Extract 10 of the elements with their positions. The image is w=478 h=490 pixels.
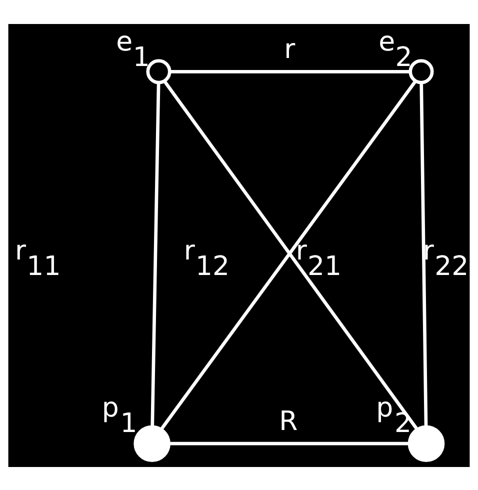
edge-label: R (279, 405, 298, 436)
connector (150, 82, 160, 426)
connector (420, 82, 428, 426)
edge-label: r (284, 33, 296, 64)
connector (170, 69, 410, 73)
node-circle (408, 58, 434, 84)
node-circle (146, 58, 172, 84)
connector (169, 441, 410, 445)
node-circle (408, 424, 445, 462)
node-circle (134, 424, 170, 462)
